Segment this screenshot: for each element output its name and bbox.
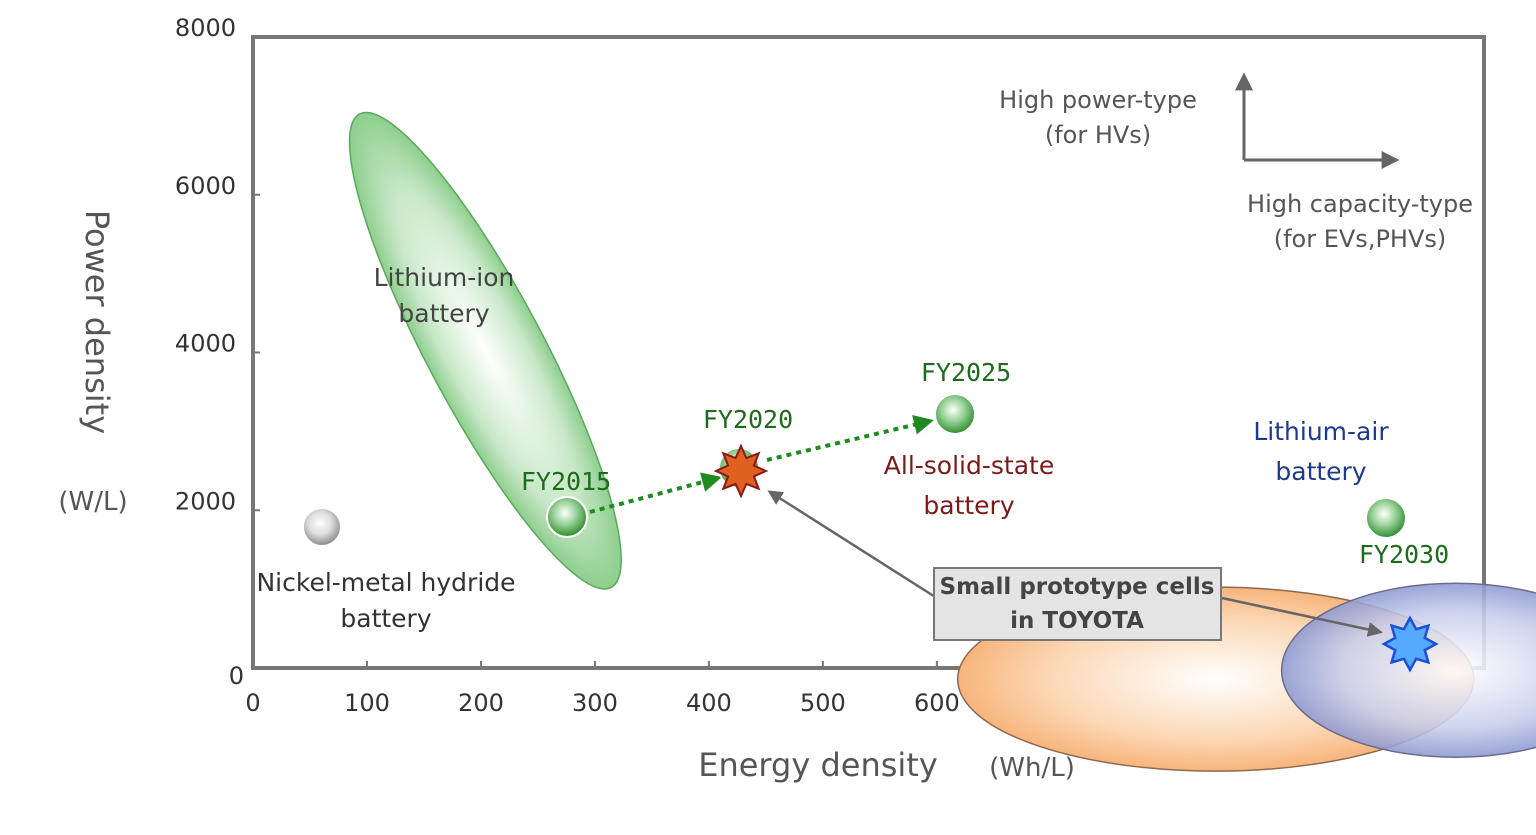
- x-tick-label: 100: [344, 689, 390, 717]
- annotation-arrow-right: [1221, 596, 1383, 637]
- label-fy2030: FY2030: [1359, 540, 1449, 569]
- nickel-metal-hydride-label-line2: battery: [340, 604, 431, 633]
- y-tick-label: 4000: [175, 330, 236, 358]
- x-tick-label: 200: [458, 689, 504, 717]
- y-tick-label: 8000: [175, 14, 236, 42]
- all-solid-state-label-line2: battery: [923, 491, 1014, 520]
- x-tick-label: 600: [914, 689, 960, 717]
- prototype-star-solid-state: [713, 443, 769, 499]
- nickel-metal-hydride-label-line1: Nickel-metal hydride: [256, 568, 515, 597]
- lithium-ion-label-line1: Lithium-ion: [374, 263, 515, 292]
- x-tick-label: 300: [572, 689, 618, 717]
- lithium-ion-label-line2: battery: [398, 299, 489, 328]
- y-axis-unit: (W/L): [58, 487, 127, 517]
- trend-arrow-2020-2025: [766, 414, 934, 462]
- point-fy2015: [546, 496, 588, 538]
- plot-area: 0100200300400500600700800900100002000400…: [175, 14, 1536, 772]
- point-fy2025: [934, 393, 976, 435]
- legend-high-capacity-line2: (for EVs,PHVs): [1274, 225, 1447, 253]
- x-tick-label: 400: [686, 689, 732, 717]
- trend-arrow-2015-2020: [589, 472, 722, 514]
- x-axis-unit: (Wh/L): [989, 753, 1075, 783]
- label-fy2025: FY2025: [921, 358, 1011, 387]
- label-fy2020: FY2020: [703, 405, 793, 434]
- y-tick-label: 0: [229, 662, 244, 690]
- y-tick-label: 2000: [175, 487, 236, 515]
- direction-legend: High power-type (for HVs) High capacity-…: [999, 72, 1473, 253]
- all-solid-state-label-line1: All-solid-state: [884, 451, 1054, 480]
- legend-high-power-line2: (for HVs): [1045, 121, 1151, 149]
- lithium-ion-region: [348, 111, 622, 590]
- annotation-line2: in TOYOTA: [1010, 608, 1144, 634]
- prototype-star-lithium-air: [1381, 615, 1439, 673]
- legend-high-power-line1: High power-type: [999, 86, 1197, 114]
- legend-high-capacity-line1: High capacity-type: [1247, 190, 1473, 218]
- y-tick-label: 6000: [175, 172, 236, 200]
- lithium-air-label-line1: Lithium-air: [1253, 417, 1389, 446]
- annotation-arrow-left: [767, 490, 941, 602]
- x-tick-label: 0: [245, 689, 260, 717]
- annotation-box: [933, 567, 1222, 641]
- x-tick-label: 500: [800, 689, 846, 717]
- label-fy2015: FY2015: [521, 467, 611, 496]
- annotation-line1: Small prototype cells: [940, 574, 1215, 600]
- x-axis-label: Energy density: [698, 746, 938, 784]
- point-fy2030: [1365, 497, 1407, 539]
- lithium-air-label-line2: battery: [1275, 457, 1366, 486]
- nickel-metal-hydride-point: [301, 507, 342, 548]
- y-axis-label: Power density: [78, 210, 116, 434]
